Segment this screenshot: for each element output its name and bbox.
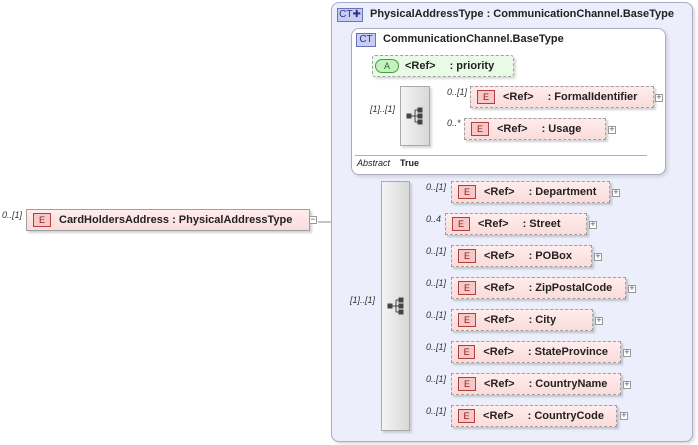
element-formal-identifier[interactable]: E <Ref> : FormalIdentifier xyxy=(470,86,654,108)
root-multiplicity: 0..[1] xyxy=(2,210,23,220)
expand-icon[interactable]: + xyxy=(608,125,616,135)
attribute-name: : priority xyxy=(449,60,495,72)
element-icon: E xyxy=(458,345,476,359)
divider xyxy=(355,155,647,156)
sequence-icon xyxy=(406,107,423,125)
base-type-title: CommunicationChannel.BaseType xyxy=(383,33,564,45)
expand-icon[interactable]: + xyxy=(612,188,620,198)
element-icon: E xyxy=(458,185,476,199)
element-multiplicity: 0..[1] xyxy=(426,182,447,192)
base-type-icon: CT xyxy=(356,33,376,47)
element-icon: E xyxy=(458,281,476,295)
element-icon: E xyxy=(452,217,470,231)
element-multiplicity: 0..[1] xyxy=(426,374,447,384)
element-multiplicity: 0..[1] xyxy=(426,406,447,416)
complex-type-title: PhysicalAddressType : CommunicationChann… xyxy=(370,8,675,20)
element-country-name[interactable]: E <Ref> : CountryName xyxy=(451,373,621,395)
expand-icon[interactable]: + xyxy=(620,411,628,421)
element-icon: E xyxy=(33,213,51,227)
expand-icon[interactable]: + xyxy=(655,93,663,103)
element-icon: E xyxy=(471,122,489,136)
element-country-code[interactable]: E <Ref> : CountryCode xyxy=(451,405,617,427)
element-icon: E xyxy=(458,409,476,423)
element-multiplicity: 0..[1] xyxy=(426,246,447,256)
root-element-name: CardHoldersAddress : PhysicalAddressType xyxy=(59,214,293,226)
element-usage[interactable]: E <Ref> : Usage xyxy=(464,118,606,140)
element-multiplicity: 0..* xyxy=(447,118,461,128)
attribute-priority[interactable]: A <Ref> : priority xyxy=(372,55,514,77)
element-icon: E xyxy=(477,90,495,104)
element-multiplicity: 0..[1] xyxy=(426,278,447,288)
abstract-value: True xyxy=(400,158,420,168)
root-element[interactable]: E CardHoldersAddress : PhysicalAddressTy… xyxy=(26,209,310,231)
abstract-label: Abstract xyxy=(357,158,391,168)
element-icon: E xyxy=(458,377,476,391)
element-icon: E xyxy=(458,313,476,327)
base-sequence-multiplicity: [1]..[1] xyxy=(370,104,396,114)
main-sequence-multiplicity: [1]..[1] xyxy=(350,295,376,305)
expand-icon[interactable]: + xyxy=(589,220,597,230)
element-multiplicity: 0..[1] xyxy=(426,310,447,320)
element-pobox[interactable]: E <Ref> : POBox xyxy=(451,245,592,267)
element-multiplicity: 0..[1] xyxy=(426,342,447,352)
element-icon: E xyxy=(458,249,476,263)
element-zip-postal-code[interactable]: E <Ref> : ZipPostalCode xyxy=(451,277,626,299)
element-multiplicity: 0..[1] xyxy=(447,87,468,97)
complex-type-icon: CT✚ xyxy=(337,8,363,22)
element-multiplicity: 0..4 xyxy=(426,214,442,224)
expand-icon[interactable]: + xyxy=(628,284,636,294)
attribute-icon: A xyxy=(375,59,399,73)
element-city[interactable]: E <Ref> : City xyxy=(451,309,593,331)
expand-icon[interactable]: + xyxy=(623,380,631,390)
element-state-province[interactable]: E <Ref> : StateProvince xyxy=(451,341,621,363)
expand-icon[interactable]: + xyxy=(595,316,603,326)
attribute-ref: <Ref> xyxy=(405,60,436,72)
expand-icon[interactable]: + xyxy=(594,252,602,262)
sequence-icon xyxy=(387,297,404,315)
element-street[interactable]: E <Ref> : Street xyxy=(445,213,587,235)
collapse-icon[interactable]: − xyxy=(309,215,317,225)
expand-icon[interactable]: + xyxy=(623,348,631,358)
element-department[interactable]: E <Ref> : Department xyxy=(451,181,610,203)
